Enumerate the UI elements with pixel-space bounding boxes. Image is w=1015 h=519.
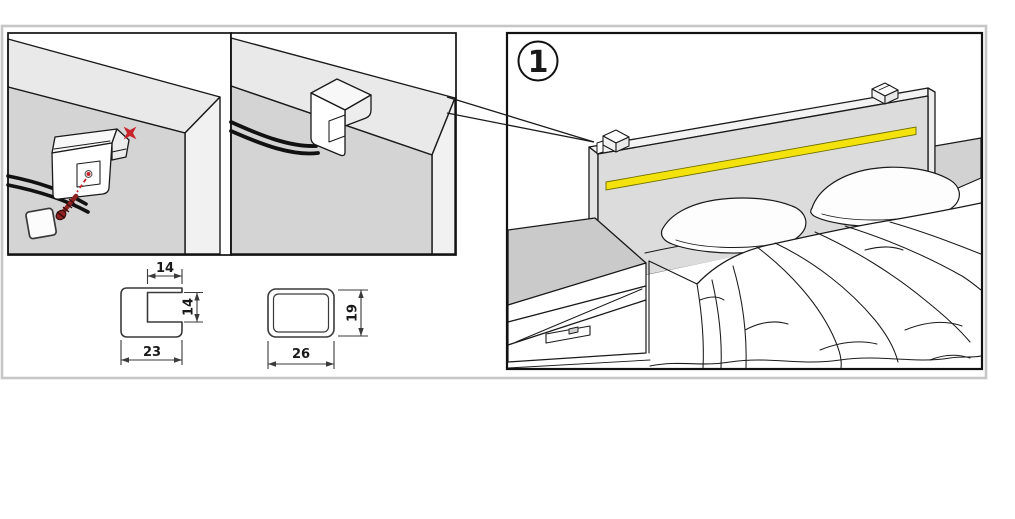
cable-pair-icon — [6, 174, 90, 214]
dim-label: 14 — [182, 298, 197, 316]
cap-icon — [25, 207, 58, 240]
pillow-left — [660, 197, 807, 254]
panel-install-detail-a — [6, 32, 232, 256]
step-panel: 1 — [505, 31, 984, 371]
blanket — [649, 202, 982, 369]
cross-marker-icon — [123, 126, 137, 140]
dim-cap-height: 19 — [338, 289, 368, 337]
dim-clip-slot-width: 14 — [146, 261, 183, 284]
step-number: 1 — [528, 45, 549, 80]
dim-clip-slot-depth: 14 — [182, 291, 203, 323]
dim-clip-width: 23 — [120, 340, 183, 365]
cap-profile-drawing: 19 26 — [267, 288, 368, 369]
cable-clip-mounted-icon — [310, 78, 372, 157]
panel-install-detail-b — [229, 32, 457, 256]
cable-clip-icon — [51, 128, 130, 200]
clip-profile-drawing: 14 14 23 — [120, 261, 203, 365]
step-number-badge: 1 — [517, 40, 559, 82]
dim-label: 26 — [292, 347, 310, 362]
screw-icon — [55, 193, 79, 221]
cable-pair-icon — [229, 120, 320, 156]
leader-lines — [446, 96, 595, 143]
headboard-clip-right — [871, 82, 899, 105]
nightstand — [507, 217, 651, 369]
screw-axis-dashed-line — [76, 178, 87, 193]
dim-label: 23 — [143, 345, 161, 360]
step-panel-border — [505, 31, 984, 371]
headboard-clip-left — [596, 129, 630, 155]
panel-b-border — [230, 32, 457, 256]
dim-label: 19 — [346, 304, 361, 322]
led-strip — [605, 126, 917, 191]
pillow-right — [810, 166, 960, 227]
dim-cap-width: 26 — [267, 341, 335, 369]
dim-label: 14 — [156, 261, 174, 276]
